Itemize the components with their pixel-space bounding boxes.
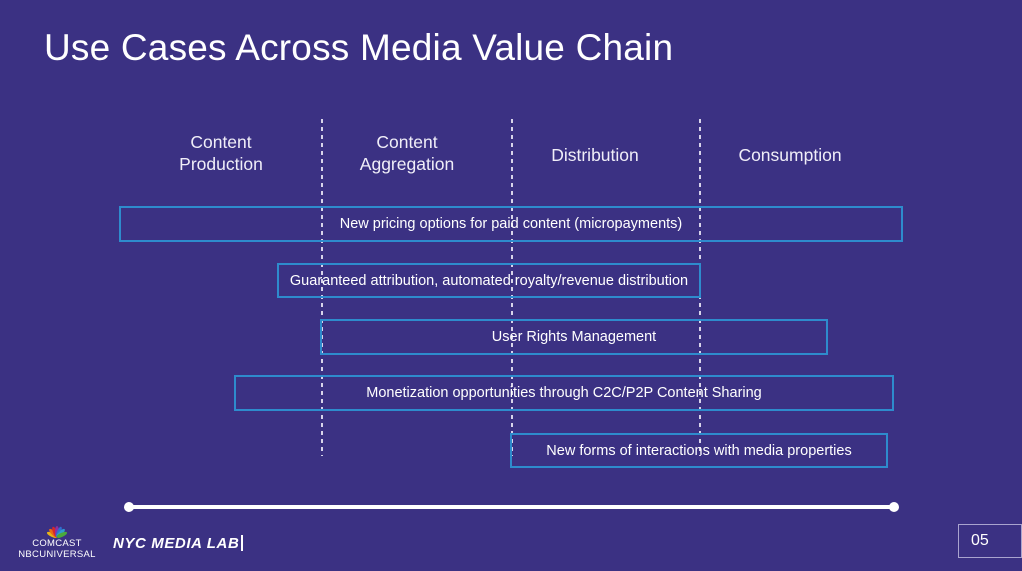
- use-case-bar-label: New forms of interactions with media pro…: [546, 442, 852, 459]
- nbc-peacock-icon: [46, 524, 68, 539]
- column-divider-2: [511, 119, 513, 456]
- use-case-bar-label: Guaranteed attribution, automated royalt…: [289, 272, 689, 289]
- use-case-bar-label: Monetization opportunities through C2C/P…: [366, 385, 762, 401]
- column-header-line1: Content: [190, 132, 252, 152]
- column-header-line1: Distribution: [551, 145, 639, 165]
- column-header-line1: Consumption: [738, 145, 842, 165]
- page-number-badge: 05: [958, 524, 1022, 558]
- comcast-wordmark-line1: COMCAST: [32, 538, 82, 549]
- column-header-consumption: Consumption: [710, 144, 870, 166]
- column-header-content-production: Content Production: [141, 131, 301, 175]
- column-header-line2: Production: [179, 154, 263, 174]
- nyc-media-lab-tick-icon: [241, 535, 244, 551]
- page-number-value: 05: [971, 532, 989, 549]
- nyc-media-lab-logo: NYC MEDIA LAB: [113, 535, 244, 552]
- comcast-nbcuniversal-logo: COMCAST NBCUNIVERSAL: [16, 524, 98, 560]
- timeline-bar: [124, 502, 899, 512]
- use-case-bar-1[interactable]: New pricing options for paid content (mi…: [119, 206, 903, 242]
- use-case-bar-label: New pricing options for paid content (mi…: [339, 216, 683, 232]
- nyc-media-lab-wordmark: NYC MEDIA LAB: [113, 535, 240, 552]
- column-header-line2: Aggregation: [359, 154, 455, 174]
- use-case-bar-4[interactable]: Monetization opportunities through C2C/P…: [234, 375, 894, 411]
- column-header-content-aggregation: Content Aggregation: [327, 131, 487, 175]
- timeline-line: [128, 505, 895, 509]
- column-header-line1: Content: [376, 132, 438, 152]
- column-header-distribution: Distribution: [515, 144, 675, 166]
- timeline-dot-start: [124, 502, 134, 512]
- use-case-bar-2[interactable]: Guaranteed attribution, automated royalt…: [277, 263, 701, 298]
- page-title: Use Cases Across Media Value Chain: [44, 27, 674, 68]
- timeline-dot-end: [889, 502, 899, 512]
- comcast-wordmark-line2: NBCUNIVERSAL: [18, 548, 96, 560]
- use-case-bar-label: User Rights Management: [491, 329, 657, 345]
- column-divider-1: [321, 119, 323, 456]
- use-case-bar-3[interactable]: User Rights Management: [320, 319, 828, 355]
- use-case-bar-5[interactable]: New forms of interactions with media pro…: [510, 433, 888, 468]
